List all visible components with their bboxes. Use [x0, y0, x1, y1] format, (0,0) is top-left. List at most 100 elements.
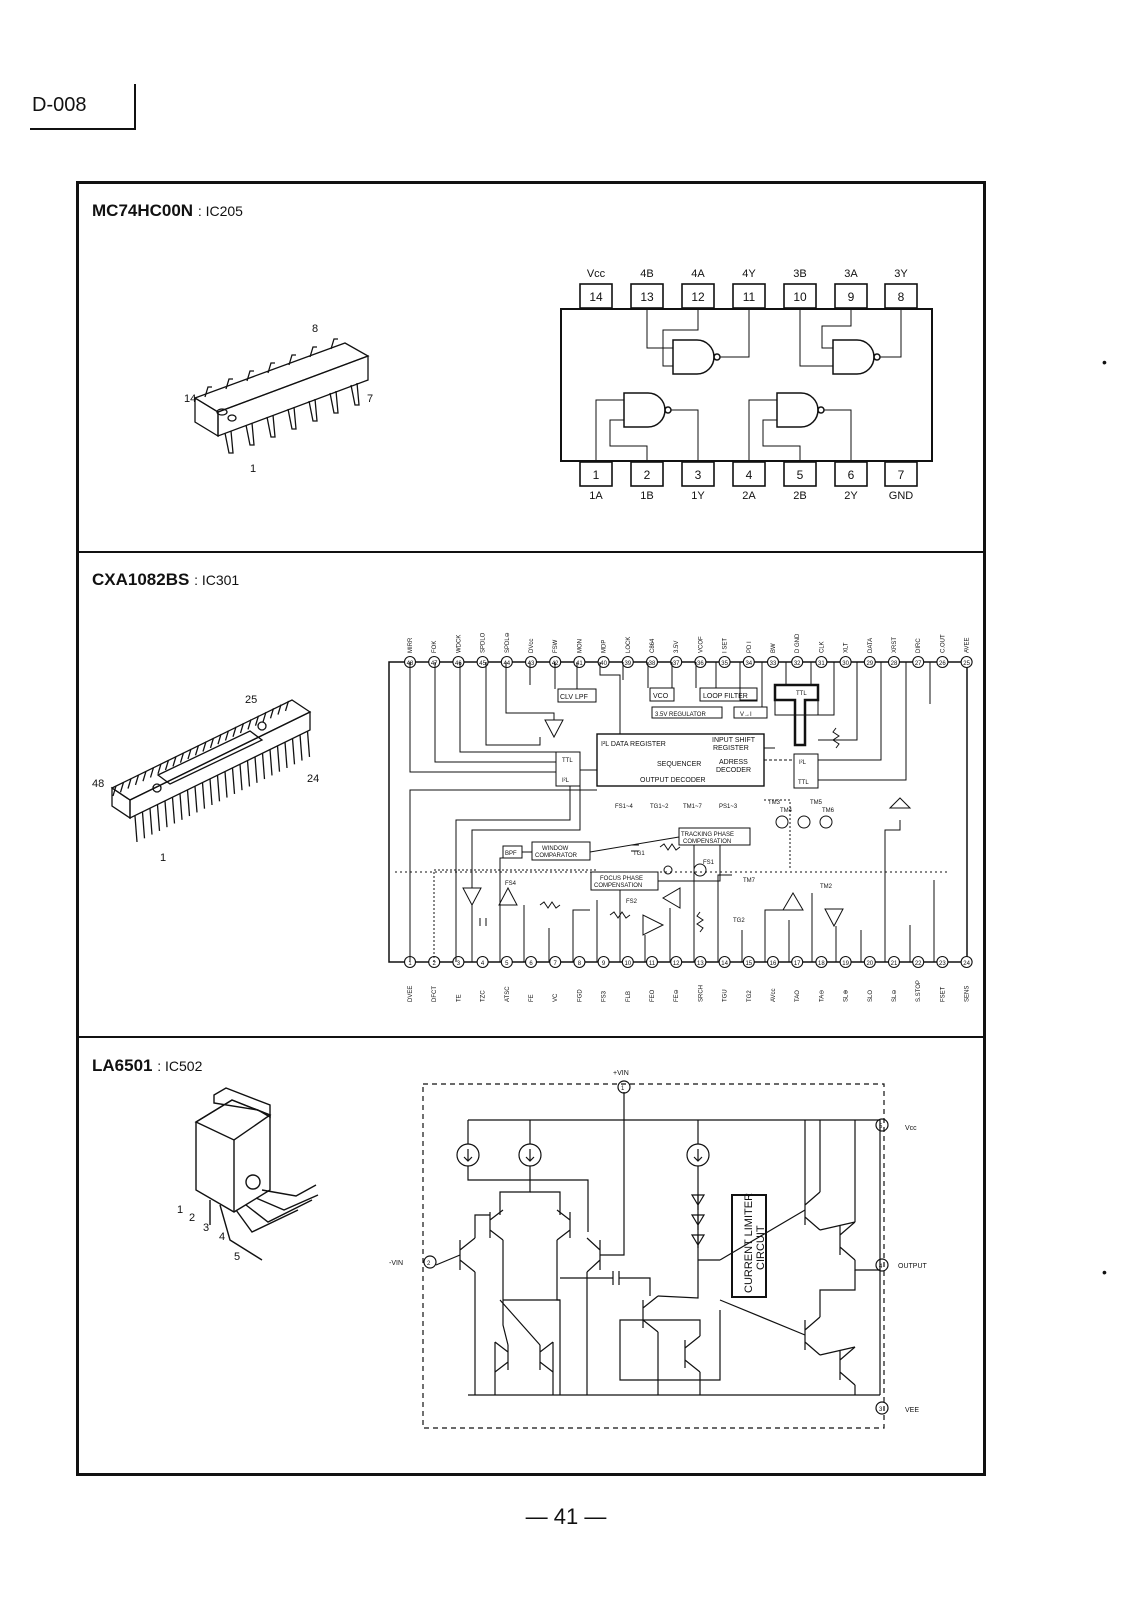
nand-gate-1 [623, 392, 666, 428]
ic301-bottom-pin [839, 955, 852, 969]
ic301-top-pin [476, 655, 489, 669]
ic502-ref: : IC502 [157, 1058, 203, 1074]
ic205-bottom-pin-number: 3 [695, 468, 702, 482]
ic301-package-drawing [110, 699, 312, 843]
page-code: D-008 [32, 94, 87, 116]
ic301-pkg-lead [127, 778, 132, 789]
ic301-bottom-pin [645, 955, 659, 969]
ic301-bottom-pin [960, 955, 973, 969]
ic301-pkg-lead [254, 715, 260, 726]
transistor-q6 [539, 1341, 554, 1373]
page-number: — 41 — [525, 1504, 607, 1529]
output-decoder-label: OUTPUT DECODER [640, 777, 706, 784]
vcc-label: Vcc [905, 1125, 917, 1132]
ic205-bottom-pin-label: 1Y [691, 490, 705, 502]
ic301-bottom-pin-number: 24 [963, 961, 970, 967]
ic301-top-pin-label: DIRC [916, 638, 922, 653]
ic205-top-pin-number: 8 [898, 290, 905, 304]
ic301-pkg-lead [254, 756, 258, 783]
ic301-bottom-pin-label: SL⊖ [892, 990, 898, 1002]
ic301-bottom-pin-number: 15 [745, 961, 752, 967]
ic301-pkg-lead [246, 760, 251, 787]
ic301-top-pin-label: SPDLO [481, 632, 487, 653]
ic301-title: CXA1082BS : IC301 [92, 570, 239, 590]
ic301-pkg-lead [239, 722, 245, 734]
ic301-pkg-lead [134, 815, 138, 843]
ic301-pkg-lead [231, 767, 236, 794]
ic205-bottom-pin-number: 2 [644, 468, 651, 482]
ic301-top-pin [524, 655, 538, 669]
ic301-bottom-pin-number: 9 [602, 961, 606, 967]
margin-speck: • [1102, 1264, 1107, 1280]
ic301-bottom-pin-label: TE [456, 994, 462, 1002]
ic301-bottom-pin-number: 20 [866, 961, 873, 967]
focus-phase-label: FOCUS PHASE [600, 876, 643, 882]
ic301-top-pin-number: 46 [455, 661, 462, 667]
tm5-label: TM5 [810, 800, 823, 806]
ic301-top-pin-number: 25 [963, 661, 970, 667]
fs1-label: FS1 [703, 860, 715, 866]
ic301-pkg-lead [291, 738, 296, 765]
ic502-pin3-num: 3 [879, 1407, 883, 1413]
ic301-bottom-pin-label: AVcc [771, 988, 777, 1002]
ic502-pkg-pin4: 4 [219, 1231, 225, 1243]
ic301-bottom-pin [670, 955, 683, 969]
ttl-left-label-b: I²L [562, 778, 570, 784]
transistor-q7 [642, 1295, 659, 1333]
ic205-pkg-lead [308, 398, 318, 422]
ic301-pkg-lead [171, 797, 176, 824]
ic301-top-pin-label: I SET [723, 638, 729, 653]
vco-block [649, 687, 675, 702]
ic205-pkg-lead [266, 414, 276, 438]
ttl-right-block [793, 753, 819, 789]
ic301-pkg-lead [156, 804, 161, 831]
ic301-top-pin-label: XLT [844, 642, 850, 653]
il-data-register-label: I²L DATA REGISTER [601, 741, 666, 748]
ic502-pkg-pin5: 5 [234, 1251, 240, 1263]
ic301-bottom-pin-label: FE⊖ [674, 989, 680, 1002]
ic502-package-drawing [194, 1087, 319, 1261]
ic502-pin2-num: 2 [427, 1261, 431, 1267]
ic301-pkg-lead [172, 756, 177, 767]
ic301-top-pin-number: 40 [600, 661, 607, 667]
ic301-bottom-pin [524, 955, 538, 969]
ic205-pkg-lead [287, 406, 297, 430]
ic502-pin1 [617, 1080, 631, 1094]
ic205-bottom-pin-number: 5 [797, 468, 804, 482]
ic301-top-pin-label: SPDL⊖ [505, 632, 511, 653]
ic205-pkg-pin8: 8 [312, 323, 318, 335]
ic301-top-pin-number: 27 [915, 661, 922, 667]
ttl-top-connector [773, 683, 820, 747]
ic301-pkg-lead [187, 748, 192, 760]
transistor-q9 [804, 1191, 821, 1231]
ic205-top-pin-number: 13 [640, 290, 654, 304]
focus-compensation-label: COMPENSATION [594, 883, 642, 889]
ic301-bottom-pin-label: TAO [795, 990, 801, 1002]
ic301-bottom-pin-number: 14 [721, 961, 728, 967]
ic301-pkg-lead [149, 767, 155, 778]
ic301-bottom-pin [766, 955, 780, 969]
ic301-top-pin-number: 33 [770, 661, 777, 667]
ic301-pkg-lead [142, 771, 147, 782]
ic205-top-pin-label: 4Y [742, 268, 756, 280]
ic301-top-pin-label: WDCK [456, 635, 462, 653]
ic205-top-pin-label: 4B [640, 268, 653, 280]
ic301-bottom-pin-label: S.STOP [916, 980, 922, 1002]
tg1-label: TG1 [633, 851, 645, 857]
ttl-right-label-b: TTL [798, 780, 809, 786]
bpf-label: BPF [505, 851, 517, 857]
ic301-bottom-pin-label: TZC [481, 990, 487, 1002]
ic205-title: MC74HC00N : IC205 [92, 201, 243, 221]
ic301-bottom-pin-number: 16 [770, 961, 777, 967]
ic301-top-pin-label: XRST [892, 637, 898, 653]
tm4-label: TM4 [780, 808, 793, 814]
ic301-pkg-pin1: 1 [160, 852, 166, 864]
ic301-top-pin-number: 28 [891, 661, 898, 667]
page-code-box: D-008 [30, 84, 136, 130]
ic301-bottom-pin-label: DVEE [408, 986, 414, 1002]
ic502-pkg-pin3: 3 [203, 1222, 209, 1234]
transistor-q12 [839, 1346, 856, 1386]
ic301-top-pin [912, 655, 925, 669]
transistor-q10 [839, 1221, 856, 1261]
ic301-pkg-lead [209, 778, 213, 806]
